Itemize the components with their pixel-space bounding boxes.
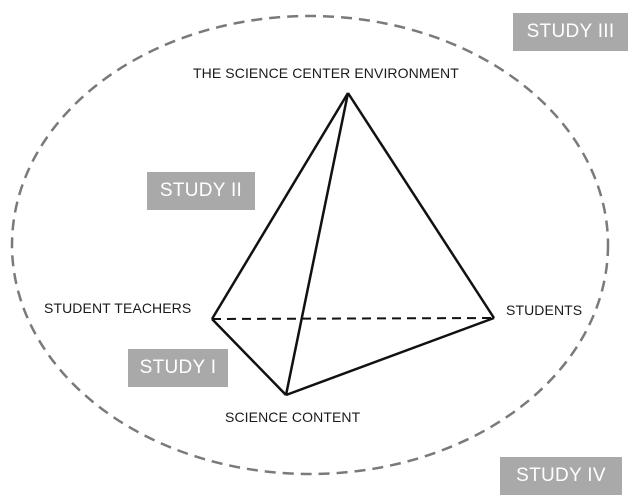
vertex-label-science-content: SCIENCE CONTENT	[225, 409, 361, 425]
vertex-label-science-center-environment: THE SCIENCE CENTER ENVIRONMENT	[193, 65, 459, 81]
study-4-box: STUDY IV	[500, 457, 622, 495]
edge-top-right	[346, 92, 496, 319]
study-3-box: STUDY III	[513, 13, 628, 51]
study-2-box: STUDY II	[147, 172, 255, 210]
edge-left-bottom	[211, 318, 287, 396]
vertex-label-student-teachers: STUDENT TEACHERS	[44, 300, 192, 316]
edge-left-right-hidden	[211, 317, 495, 320]
edge-top-bottom	[284, 92, 350, 396]
study-1-box: STUDY I	[128, 349, 228, 387]
vertex-label-students: STUDENTS	[506, 302, 583, 318]
edge-top-left	[210, 92, 350, 320]
study-boundary-ellipse	[10, 14, 610, 476]
edge-bottom-right	[285, 316, 495, 397]
